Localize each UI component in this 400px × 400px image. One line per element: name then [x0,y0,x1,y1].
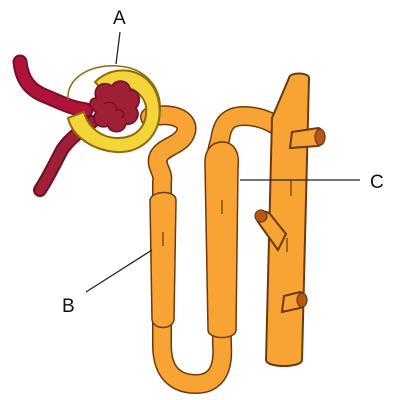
tubule-fill [141,106,295,393]
ascending-limb-thick [204,141,240,339]
label-b: B [62,296,75,317]
branch-opening-lower-right [296,292,308,308]
branch-opening-upper-right [314,128,326,146]
collecting-duct [254,72,326,367]
glomerulus [89,80,141,133]
label-c: C [370,172,384,193]
afferent-arteriole-fill [14,56,92,116]
descending-limb-thick [149,191,177,329]
leader-line-a [115,31,121,65]
bowmans-capsule-group [66,65,161,154]
bowmans-capsule [66,69,161,154]
label-a: A [113,8,126,29]
renal-tubule [140,105,296,394]
branch-opening-left [254,209,268,223]
bowmans-capsule-outer [67,65,161,113]
leader-lines [85,31,360,293]
glomerulus-detail [103,101,125,119]
leader-line-b [85,249,153,293]
